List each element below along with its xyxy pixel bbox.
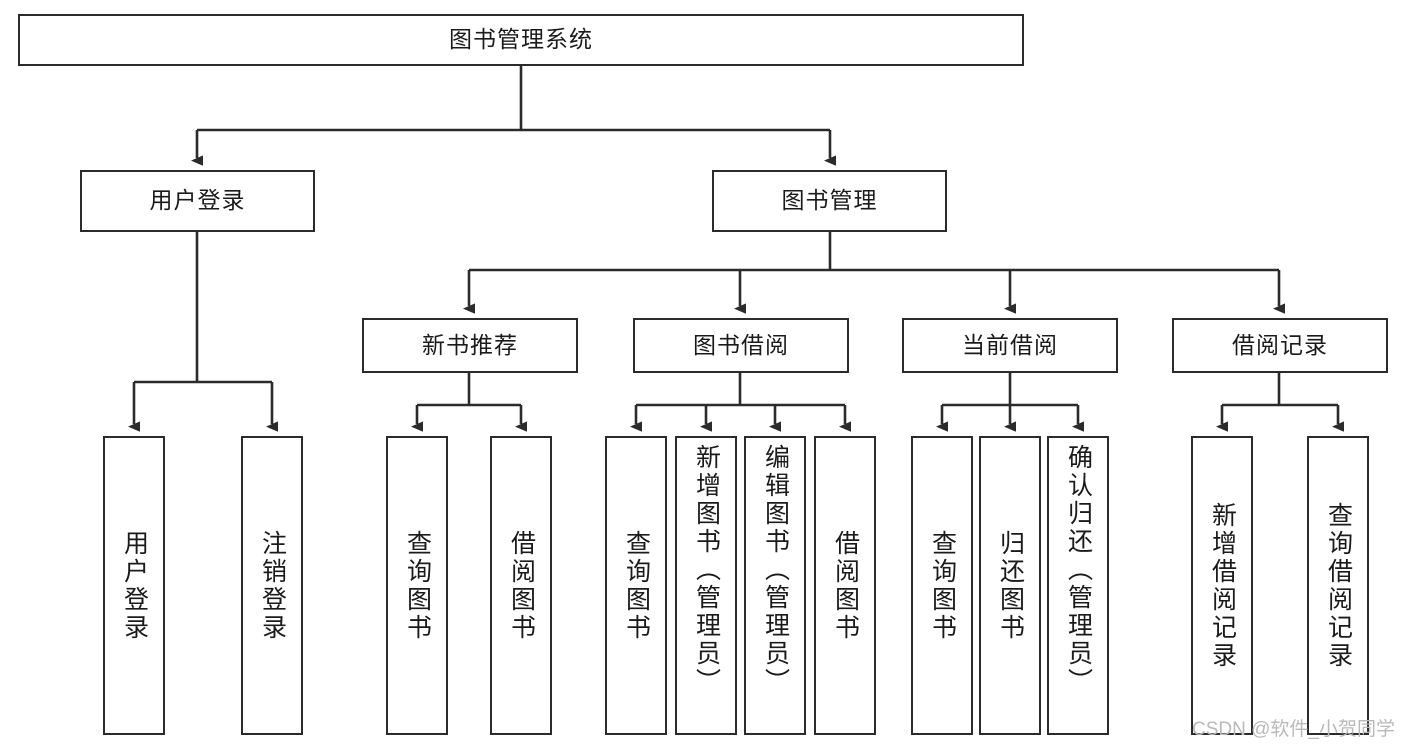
node-label: 新增借阅记录 [1208,501,1237,670]
node-label: 查询借阅记录 [1324,501,1353,670]
node-label: 借阅图书 [831,529,860,642]
node-borrow-records[interactable]: 借阅记录 [1172,318,1388,373]
node-label: 归还图书 [996,529,1025,642]
node-book-management[interactable]: 图书管理 [712,170,947,232]
node-label: 用户登录 [149,187,246,214]
leaf-query-book-new-rec[interactable]: 查询图书 [386,436,448,735]
node-label: 注销登录 [258,529,287,642]
leaf-query-book-current[interactable]: 查询图书 [911,436,973,735]
node-root-book-management-system[interactable]: 图书管理系统 [18,14,1024,66]
leaf-confirm-return-admin[interactable]: 确认归还（管理员） [1047,436,1109,735]
node-label: 借阅记录 [1232,331,1328,358]
leaf-return-book[interactable]: 归还图书 [979,436,1041,735]
node-label: 编辑图书（管理员） [761,444,790,696]
node-label: 借阅图书 [507,529,536,642]
node-current-borrowing[interactable]: 当前借阅 [902,318,1118,373]
leaf-borrow-book-new-rec[interactable]: 借阅图书 [490,436,552,735]
leaf-user-login[interactable]: 用户登录 [103,436,165,735]
leaf-logout[interactable]: 注销登录 [241,436,303,735]
node-label: 查询图书 [622,529,651,642]
leaf-query-book-borrow[interactable]: 查询图书 [605,436,667,735]
node-label: 图书管理系统 [449,26,593,53]
node-label: 查询图书 [403,529,432,642]
leaf-add-borrow-record[interactable]: 新增借阅记录 [1191,436,1253,735]
leaf-edit-book-admin[interactable]: 编辑图书（管理员） [744,436,806,735]
node-label: 图书管理 [781,187,878,214]
node-label: 用户登录 [120,529,149,642]
node-label: 新书推荐 [422,331,518,358]
node-label: 查询图书 [928,529,957,642]
leaf-add-book-admin[interactable]: 新增图书（管理员） [675,436,737,735]
node-label: 确认归还（管理员） [1064,444,1093,696]
node-book-borrowing[interactable]: 图书借阅 [633,318,849,373]
node-label: 图书借阅 [693,331,789,358]
node-label: 当前借阅 [962,331,1058,358]
leaf-borrow-book[interactable]: 借阅图书 [814,436,876,735]
node-label: 新增图书（管理员） [692,444,721,696]
node-new-book-recommendation[interactable]: 新书推荐 [362,318,578,373]
leaf-query-borrow-record[interactable]: 查询借阅记录 [1307,436,1369,735]
csdn-watermark: CSDN @软件_小贺同学 [1192,719,1395,740]
node-user-login[interactable]: 用户登录 [80,170,315,232]
